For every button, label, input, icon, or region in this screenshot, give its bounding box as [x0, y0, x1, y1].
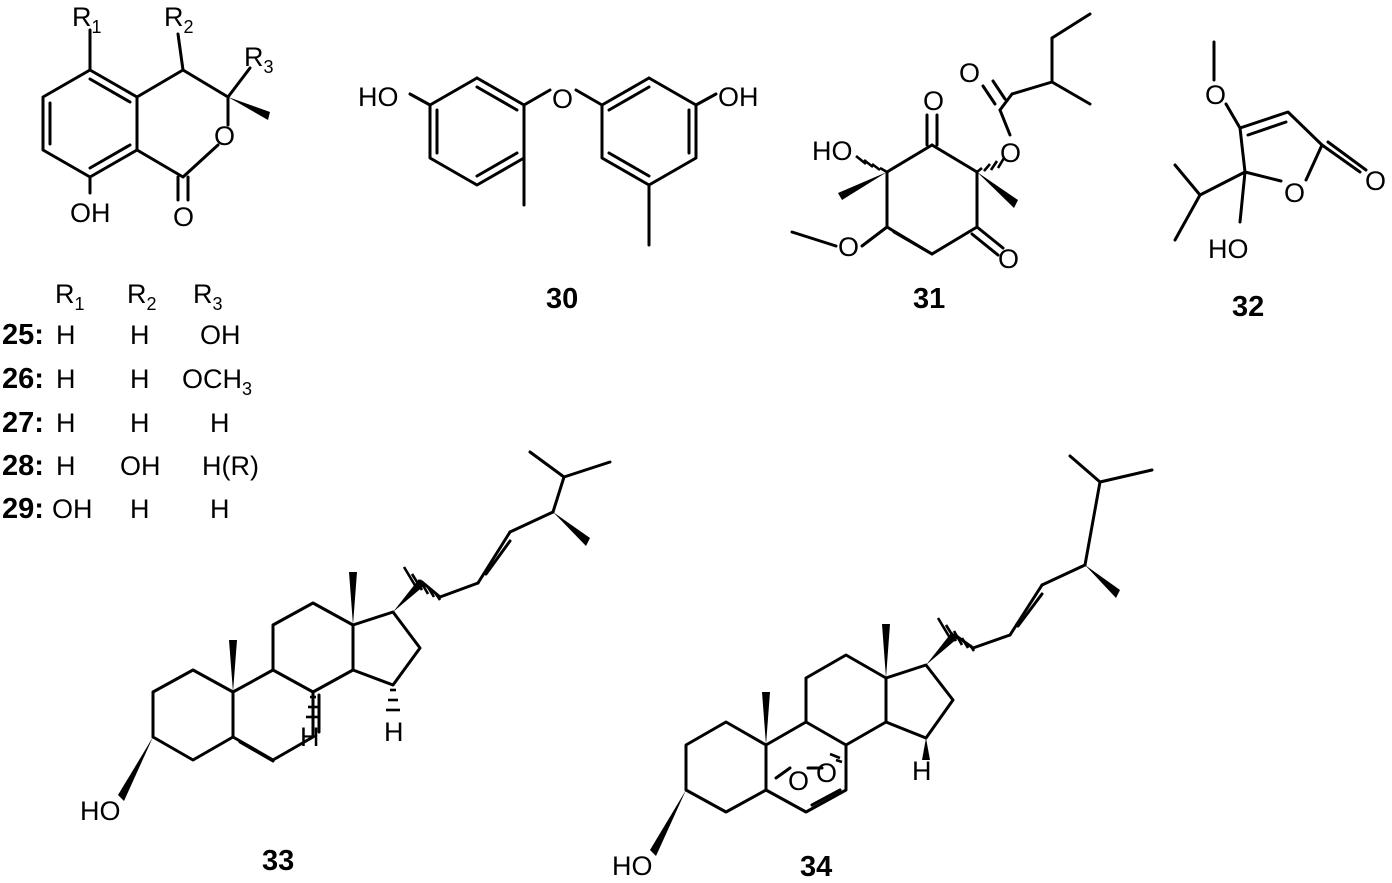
c32-carbonyl-oxygen: O	[1365, 166, 1386, 196]
c33-h9-label: H	[300, 722, 320, 752]
table-cell: OH	[120, 451, 161, 481]
table-cell: H	[56, 320, 76, 350]
table-cell: H(R)	[202, 451, 259, 481]
table-row-id: 27:	[2, 407, 44, 439]
structure-32	[1173, 40, 1368, 242]
r1-label: R1	[72, 2, 102, 37]
table-row-id: 26:	[2, 363, 44, 395]
compound-31-number: 31	[913, 283, 945, 315]
table-row-id: 28:	[2, 450, 44, 482]
table-header-r2: R2	[127, 279, 157, 314]
table-cell: OH	[52, 494, 93, 524]
table-header-r1: R1	[55, 279, 85, 314]
c34-ho-label: HO	[612, 851, 653, 881]
structure-34	[650, 454, 1154, 856]
table-cell: H	[210, 494, 230, 524]
hydroxyl-label: OH	[70, 198, 111, 228]
table-cell: H	[130, 408, 150, 438]
table-cell: H	[130, 320, 150, 350]
c34-h14-label: H	[912, 756, 932, 786]
c31-bottom-carbonyl-oxygen: O	[998, 244, 1019, 274]
c31-top-carbonyl-oxygen: O	[923, 86, 944, 116]
compound-32-number: 32	[1232, 291, 1264, 323]
structure-25-29	[41, 28, 270, 202]
c33-h14-label: H	[384, 717, 404, 747]
table-header-r3: R3	[193, 279, 223, 314]
compound-33-number: 33	[262, 845, 294, 877]
c33-ho-label: HO	[80, 796, 121, 826]
table-cell: H	[56, 451, 76, 481]
c34-peroxide-oxygen-2: O	[816, 758, 837, 788]
table-cell: H	[56, 364, 76, 394]
r3-label: R3	[244, 42, 274, 77]
ring-oxygen-label: O	[214, 121, 235, 151]
table-cell: OCH3	[182, 364, 252, 399]
table-row-id: 25:	[2, 319, 44, 351]
c31-ho-label: HO	[812, 136, 853, 166]
c30-ether-oxygen-label: O	[552, 84, 573, 114]
table-cell: H	[130, 364, 150, 394]
structure-30	[408, 76, 718, 247]
carbonyl-oxygen-label: O	[173, 202, 194, 232]
table-cell: H	[130, 494, 150, 524]
structure-33	[118, 450, 612, 801]
substituent-table: R1 R2 R3 25: H H OH 26: H H OCH3 27: H H…	[2, 279, 259, 525]
table-cell: H	[56, 408, 76, 438]
compound-34-number: 34	[800, 851, 832, 883]
table-row-id: 29:	[2, 493, 44, 525]
c31-ester-oxygen: O	[1000, 138, 1021, 168]
table-cell: H	[210, 408, 230, 438]
compound-30-number: 30	[546, 283, 578, 315]
structure-31	[790, 12, 1092, 257]
c34-peroxide-oxygen-1: O	[788, 766, 809, 796]
table-cell: OH	[200, 320, 241, 350]
c30-ho-label: HO	[358, 82, 399, 112]
c31-methoxy-oxygen: O	[838, 232, 859, 262]
c30-oh-label: OH	[718, 82, 759, 112]
c31-acyl-oxygen: O	[959, 58, 980, 88]
r2-label: R2	[164, 2, 194, 37]
c32-ho-label: HO	[1208, 234, 1249, 264]
c32-ring-oxygen: O	[1284, 178, 1305, 208]
c32-methoxy-oxygen: O	[1205, 80, 1226, 110]
